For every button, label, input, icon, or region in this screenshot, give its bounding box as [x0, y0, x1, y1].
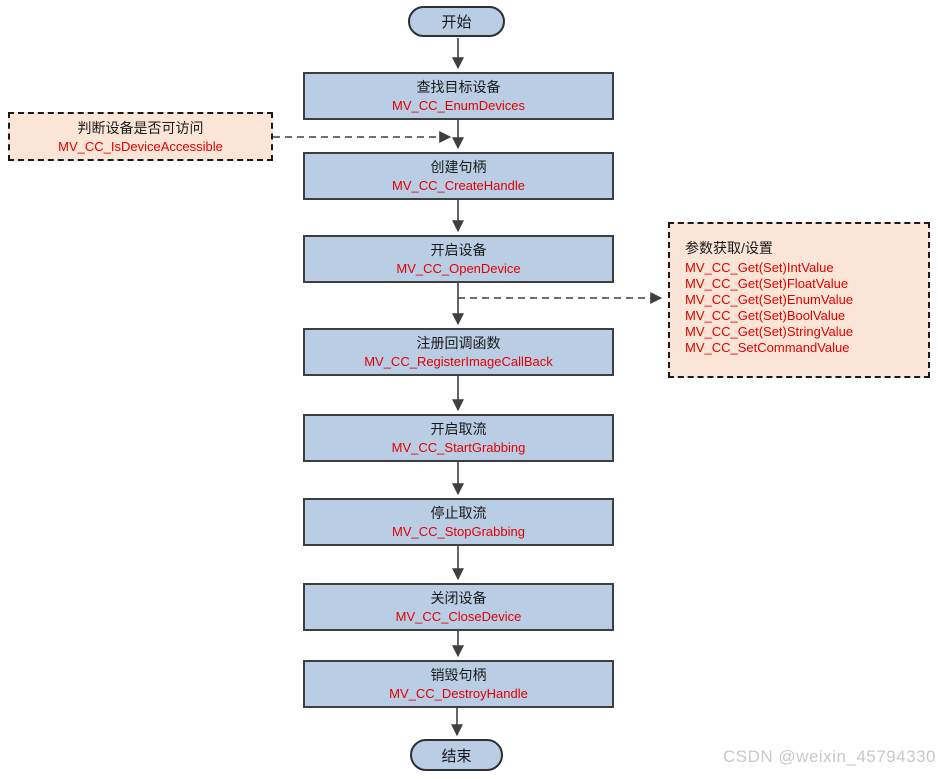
annotation-device-accessible: 判断设备是否可访问 MV_CC_IsDeviceAccessible	[8, 112, 273, 161]
step-function: MV_CC_DestroyHandle	[389, 686, 528, 701]
annotation-parameter-getset: 参数获取/设置 MV_CC_Get(Set)IntValue MV_CC_Get…	[668, 222, 930, 378]
annotation-function: MV_CC_Get(Set)IntValue	[685, 260, 834, 275]
step-title: 注册回调函数	[416, 335, 501, 351]
end-node: 结束	[410, 739, 503, 771]
step-node-close-device: 关闭设备 MV_CC_CloseDevice	[303, 583, 614, 631]
step-node-enum-devices: 查找目标设备 MV_CC_EnumDevices	[303, 72, 614, 120]
step-node-destroy-handle: 销毁句柄 MV_CC_DestroyHandle	[303, 660, 614, 708]
step-title: 开启取流	[430, 421, 487, 437]
annotation-function: MV_CC_Get(Set)EnumValue	[685, 292, 854, 307]
start-node: 开始	[408, 6, 505, 37]
step-title: 创建句柄	[430, 159, 487, 175]
end-label: 结束	[441, 747, 472, 765]
step-function: MV_CC_CloseDevice	[395, 609, 522, 624]
step-node-stop-grabbing: 停止取流 MV_CC_StopGrabbing	[303, 498, 614, 546]
annotation-title: 判断设备是否可访问	[77, 119, 204, 136]
step-title: 开启设备	[430, 242, 487, 258]
step-node-open-device: 开启设备 MV_CC_OpenDevice	[303, 235, 614, 283]
step-title: 停止取流	[430, 505, 487, 521]
step-node-register-callback: 注册回调函数 MV_CC_RegisterImageCallBack	[303, 328, 614, 376]
step-function: MV_CC_EnumDevices	[392, 98, 525, 113]
watermark: CSDN @weixin_45794330	[723, 747, 936, 766]
step-title: 查找目标设备	[416, 79, 501, 95]
step-title: 销毁句柄	[430, 667, 487, 683]
step-function: MV_CC_RegisterImageCallBack	[364, 354, 553, 369]
step-node-start-grabbing: 开启取流 MV_CC_StartGrabbing	[303, 414, 614, 462]
annotation-title: 参数获取/设置	[685, 240, 773, 256]
step-node-create-handle: 创建句柄 MV_CC_CreateHandle	[303, 152, 614, 200]
step-title: 关闭设备	[430, 590, 487, 606]
annotation-function: MV_CC_Get(Set)StringValue	[685, 324, 854, 339]
step-function: MV_CC_StopGrabbing	[392, 524, 525, 539]
step-function: MV_CC_CreateHandle	[392, 178, 525, 193]
step-function: MV_CC_StartGrabbing	[391, 440, 526, 455]
step-function: MV_CC_OpenDevice	[396, 261, 521, 276]
annotation-function: MV_CC_Get(Set)FloatValue	[685, 276, 849, 291]
start-label: 开始	[441, 14, 472, 31]
annotation-function: MV_CC_Get(Set)BoolValue	[685, 308, 846, 323]
annotation-function: MV_CC_SetCommandValue	[685, 340, 850, 355]
annotation-function: MV_CC_IsDeviceAccessible	[58, 138, 223, 154]
